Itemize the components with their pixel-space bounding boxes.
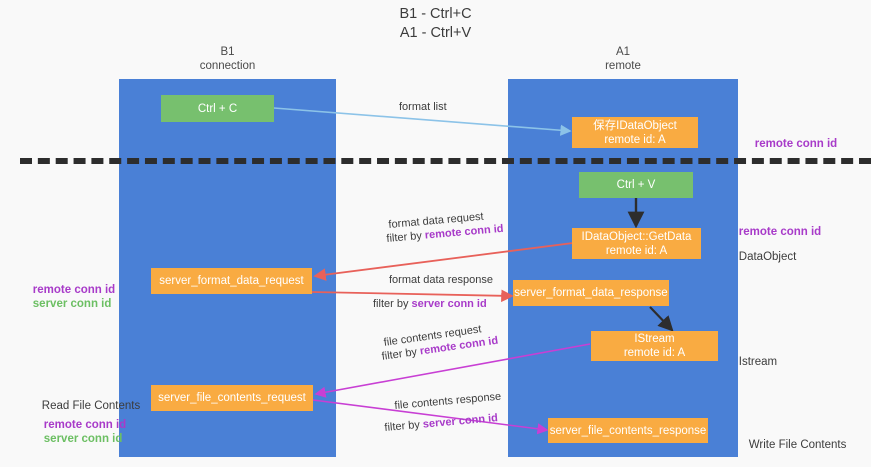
edge-label-file-contents-response-filter: filter by server conn id xyxy=(384,412,498,434)
filter-key-server-conn-id: server conn id xyxy=(422,412,499,431)
box-server-format-data-response-label: server_format_data_response xyxy=(514,287,668,299)
edge-label-format-list-text: format list xyxy=(399,101,447,113)
filter-prefix: filter by xyxy=(373,298,412,310)
box-idataobject-getdata[interactable]: IDataObject::GetData remote id: A xyxy=(572,228,701,259)
side-label-istream-text: Istream xyxy=(738,356,778,368)
side-label-remote-conn-id-top-text: remote conn id xyxy=(754,138,838,150)
edge-label-format-data-response-filter: filter by server conn id xyxy=(373,298,487,310)
box-istream-line2: remote id: A xyxy=(623,347,686,359)
column-header-a1: A1 remote xyxy=(605,46,641,72)
box-istream[interactable]: IStream remote id: A xyxy=(591,331,718,361)
edge-label-file-contents-response: file contents response xyxy=(394,391,502,412)
box-ctrl-c-label: Ctrl + C xyxy=(197,102,238,115)
side-label-remote-conn-id-left-2-text: remote conn id xyxy=(43,419,127,431)
box-server-file-contents-response[interactable]: server_file_contents_response xyxy=(548,418,708,443)
box-getdata-line2: remote id: A xyxy=(605,244,668,257)
box-istream-line1: IStream xyxy=(634,333,675,345)
side-label-server-conn-id-left-1: server conn id xyxy=(20,282,112,327)
box-save-idataobject-line1: 保存IDataObject xyxy=(593,119,677,132)
arrow-format-data-response xyxy=(311,289,514,303)
edge-label-format-data-response-text: format data response xyxy=(389,274,493,286)
column-header-b1: B1 connection xyxy=(199,46,256,72)
box-server-file-contents-request[interactable]: server_file_contents_request xyxy=(151,385,313,411)
filter-prefix: filter by xyxy=(384,418,424,434)
edge-label-format-list: format list xyxy=(399,101,447,113)
side-label-server-conn-id-left-2-text: server conn id xyxy=(43,433,123,445)
box-getdata-line1: IDataObject::GetData xyxy=(581,230,692,243)
side-label-dataobject: DataObject xyxy=(726,235,797,280)
box-save-idataobject-line2: remote id: A xyxy=(604,133,666,146)
side-label-remote-conn-id-left-1: remote conn id xyxy=(20,268,115,313)
side-label-write-file-contents-text: Write File Contents xyxy=(748,439,847,451)
box-server-format-data-request-label: server_format_data_request xyxy=(159,275,304,287)
box-server-file-contents-request-label: server_file_contents_request xyxy=(158,392,306,404)
box-ctrl-v[interactable]: Ctrl + V xyxy=(579,172,693,198)
divider-dashed-line xyxy=(20,158,871,164)
side-label-remote-conn-id-mid-text: remote conn id xyxy=(738,226,822,238)
edge-label-file-contents-response-text: file contents response xyxy=(394,390,502,412)
side-label-read-file-contents-text: Read File Contents xyxy=(41,400,141,412)
filter-prefix: filter by xyxy=(386,229,426,245)
box-ctrl-v-label: Ctrl + V xyxy=(616,179,656,191)
side-label-remote-conn-id-left-2: remote conn id xyxy=(31,403,126,448)
box-ctrl-c[interactable]: Ctrl + C xyxy=(161,95,274,122)
side-label-server-conn-id-left-1-text: server conn id xyxy=(32,298,112,310)
side-label-write-file-contents: Write File Contents xyxy=(736,423,847,467)
side-label-dataobject-text: DataObject xyxy=(738,251,797,263)
diagram-title: B1 - Ctrl+C A1 - Ctrl+V xyxy=(399,6,472,41)
side-label-remote-conn-id-mid: remote conn id xyxy=(726,210,821,255)
side-label-remote-conn-id-left-1-text: remote conn id xyxy=(32,284,116,296)
filter-key-server-conn-id: server conn id xyxy=(411,298,487,310)
edge-label-format-data-response: format data response xyxy=(389,274,493,286)
box-save-idataobject[interactable]: 保存IDataObject remote id: A xyxy=(572,117,698,148)
side-label-istream: Istream xyxy=(726,340,777,385)
box-server-format-data-response[interactable]: server_format_data_response xyxy=(513,280,669,306)
side-label-read-file-contents: Read File Contents xyxy=(29,384,140,429)
box-server-file-contents-response-label: server_file_contents_response xyxy=(549,424,707,437)
side-label-remote-conn-id-top: remote conn id xyxy=(742,122,837,167)
side-label-server-conn-id-left-2: server conn id xyxy=(31,417,123,462)
box-server-format-data-request[interactable]: server_format_data_request xyxy=(151,268,312,294)
